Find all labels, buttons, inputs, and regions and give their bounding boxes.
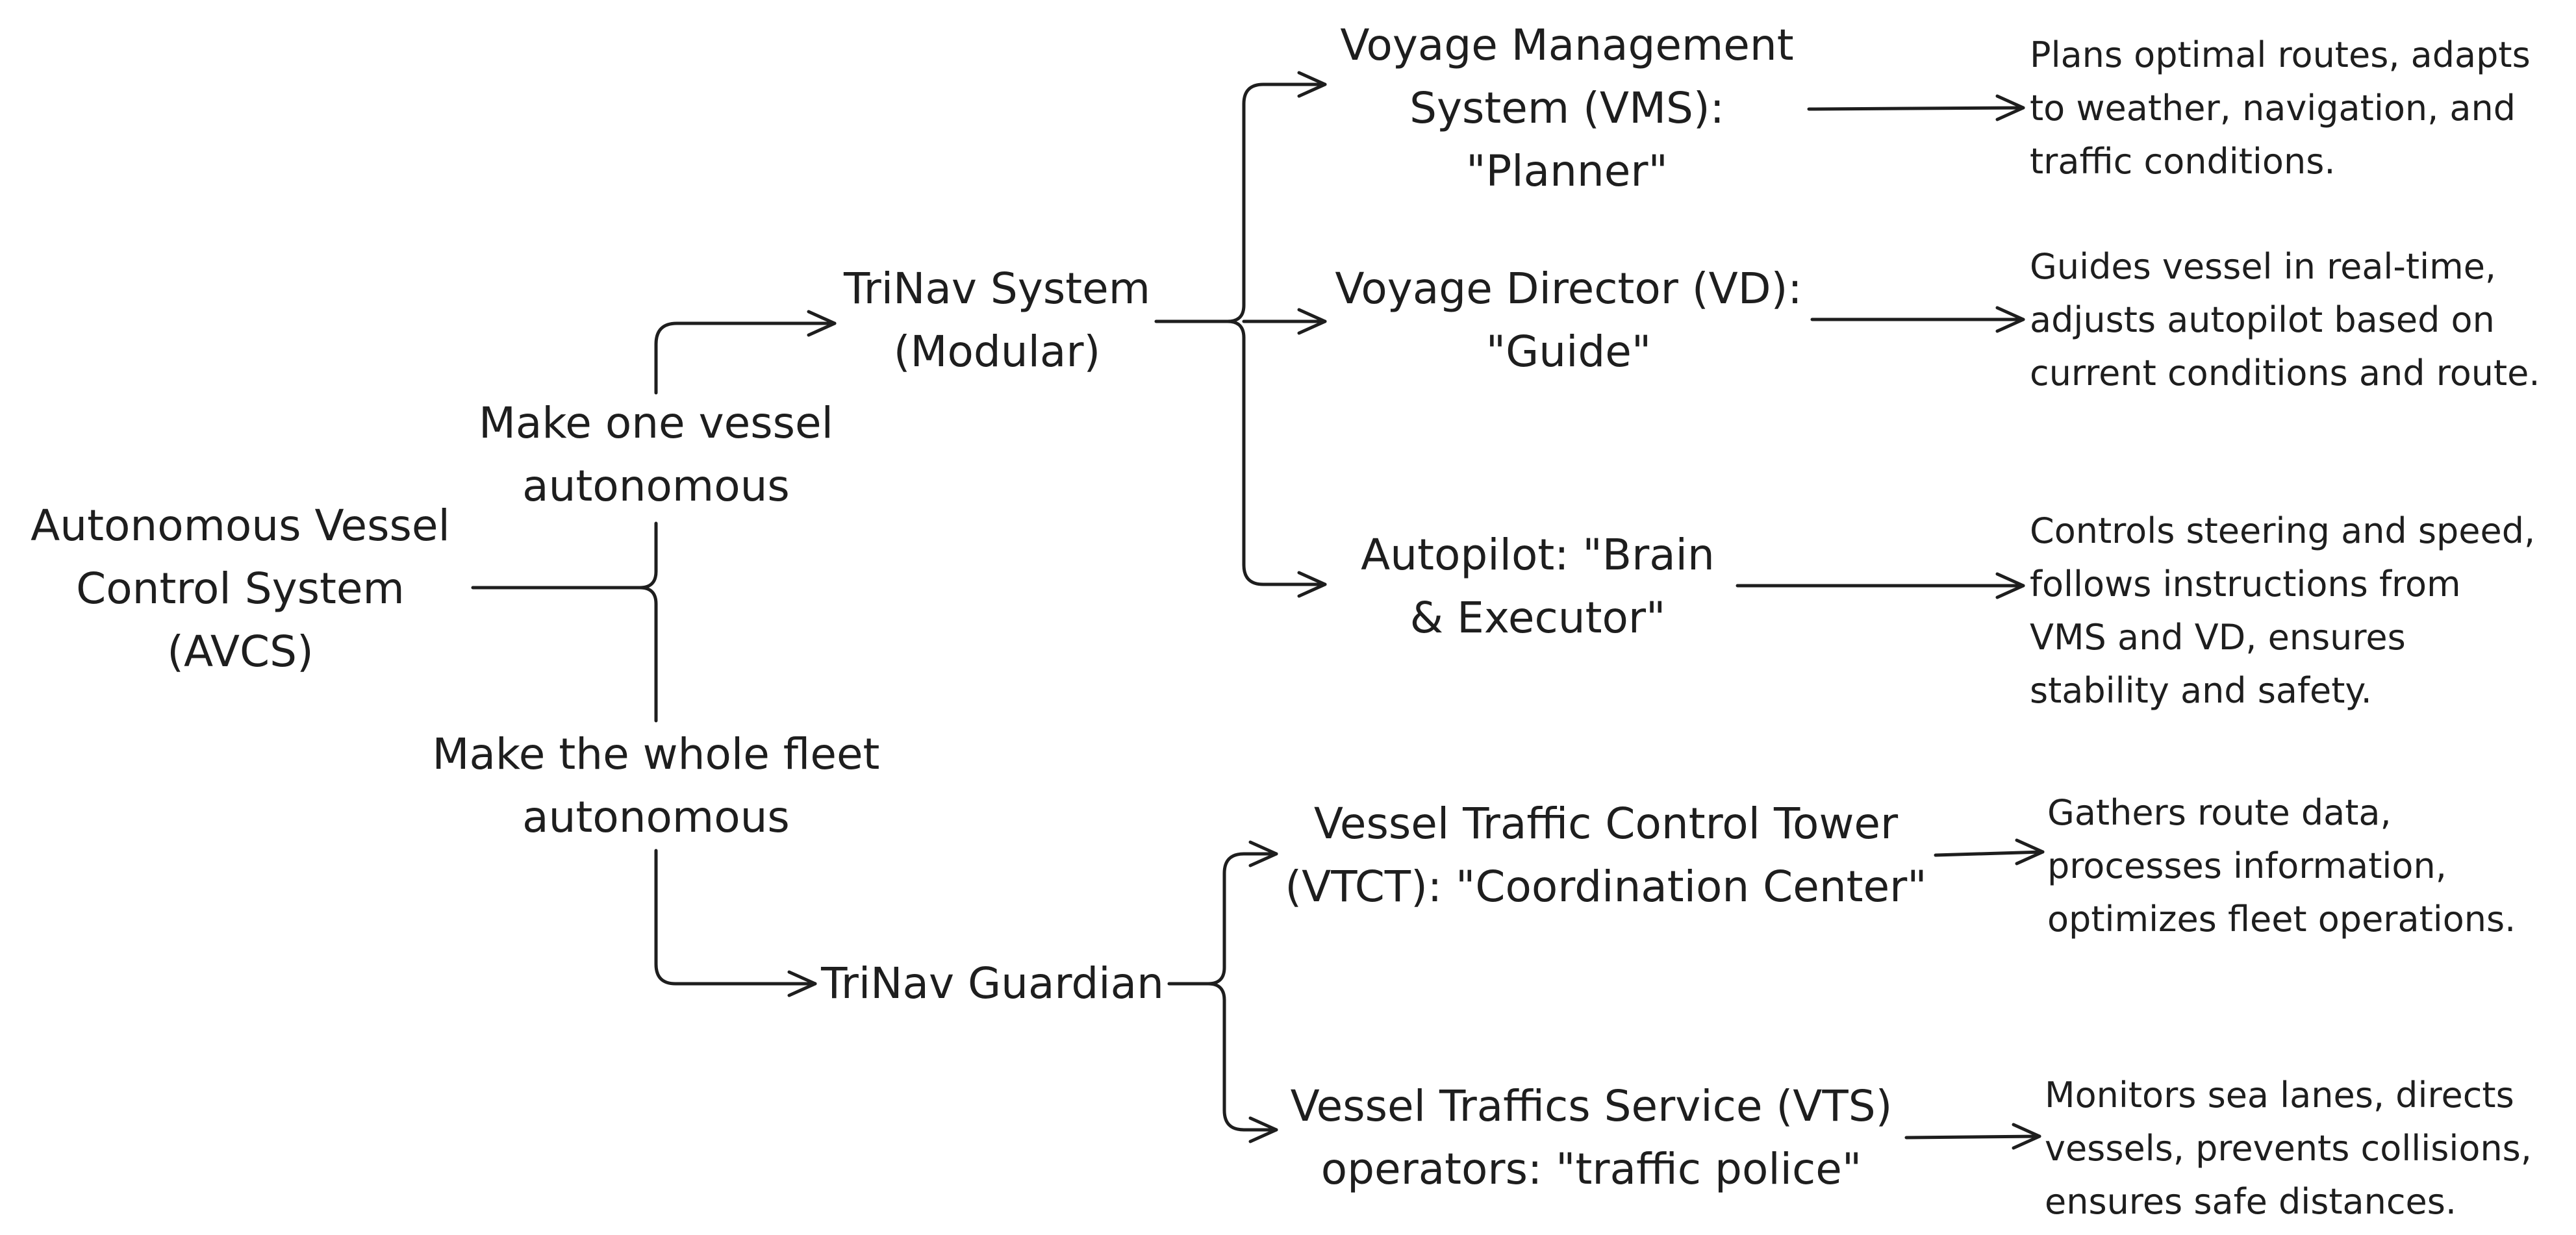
node-text-line: "Guide"	[1485, 327, 1652, 377]
description-line: Controls steering and speed,	[2030, 510, 2536, 551]
node-text-line: (Modular)	[893, 327, 1101, 377]
node-text-line: Make one vessel	[478, 398, 833, 448]
description-line: Monitors sea lanes, directs	[2045, 1075, 2514, 1116]
arrowhead	[1995, 94, 2025, 121]
description-line: stability and safety.	[2030, 670, 2372, 711]
node-text-line: TriNav Guardian	[821, 958, 1164, 1008]
vms-node: Voyage Management System (VMS): "Planner…	[1325, 14, 1809, 203]
node-text-line: Autonomous Vessel	[31, 501, 450, 551]
vms-description: Plans optimal routes, adapts to weather,…	[2030, 29, 2531, 188]
vts-node: Vessel Traffics Service (VTS) operators:…	[1276, 1075, 1906, 1201]
trinav-system-node: TriNav System (Modular)	[838, 257, 1156, 383]
description-line: processes information,	[2047, 845, 2447, 886]
node-text-line: (VTCT): "Coordination Center"	[1285, 862, 1927, 912]
connector-vts-description	[1904, 1134, 2041, 1140]
arrowhead	[2015, 838, 2045, 866]
description-line: Guides vessel in real-time,	[2030, 246, 2497, 287]
description-line: vessels, prevents collisions,	[2045, 1128, 2532, 1169]
connector-whole-fleet	[654, 849, 817, 986]
description-line: Gathers route data,	[2047, 792, 2392, 833]
arrowhead	[1297, 71, 1327, 98]
vts-description: Monitors sea lanes, directs vessels, pre…	[2045, 1069, 2532, 1229]
arrowhead	[2012, 1123, 2041, 1150]
vtct-node: Vessel Traffic Control Tower (VTCT): "Co…	[1276, 792, 1936, 918]
vtct-description: Gathers route data, processes informatio…	[2047, 786, 2516, 946]
arrowhead	[1297, 308, 1327, 335]
description-line: adjusts autopilot based on	[2030, 299, 2495, 340]
node-text-line: Voyage Management	[1340, 20, 1794, 70]
node-text-line: Make the whole fleet	[432, 729, 880, 779]
description-line: Plans optimal routes, adapts	[2030, 34, 2531, 75]
node-text-line: Control System	[76, 564, 405, 614]
node-text-line: (AVCS)	[167, 627, 314, 677]
autopilot-node: Autopilot: "Brain & Executor"	[1338, 523, 1737, 649]
branch-whole-fleet: Make the whole fleet autonomous	[403, 723, 909, 849]
node-text-line: TriNav System	[843, 264, 1151, 314]
root-node: Autonomous Vessel Control System (AVCS)	[26, 494, 455, 683]
node-text-line: System (VMS):	[1409, 83, 1724, 133]
connector-one-vessel	[654, 321, 837, 395]
description-line: ensures safe distances.	[2045, 1181, 2457, 1222]
arrowhead	[1297, 571, 1327, 598]
arrowhead	[1995, 306, 2025, 333]
node-text-line: Vessel Traffic Control Tower	[1313, 799, 1899, 849]
node-text-line: & Executor"	[1409, 593, 1666, 643]
description-line: current conditions and route.	[2030, 353, 2540, 393]
arrowhead	[1248, 1116, 1278, 1143]
node-text-line: Vessel Traffics Service (VTS)	[1290, 1081, 1893, 1131]
arrowhead	[1995, 572, 2025, 599]
connector-guardian-spine	[1206, 852, 1278, 1132]
node-text-line: autonomous	[522, 461, 790, 511]
node-text-line: Voyage Director (VD):	[1335, 264, 1802, 314]
description-line: VMS and VD, ensures	[2030, 617, 2406, 658]
arrowhead	[1248, 840, 1278, 867]
connector-branch-spine	[638, 521, 658, 723]
description-line: to weather, navigation, and	[2030, 88, 2516, 129]
arrowhead	[807, 310, 837, 337]
connector-vtct-description	[1934, 850, 2045, 857]
description-line: follows instructions from	[2030, 564, 2461, 605]
connector-trinav-spine	[1226, 82, 1327, 586]
node-text-line: "Planner"	[1466, 146, 1668, 196]
node-text-line: Autopilot: "Brain	[1361, 530, 1715, 580]
autopilot-description: Controls steering and speed, follows ins…	[2030, 505, 2535, 717]
vd-node: Voyage Director (VD): "Guide"	[1325, 257, 1812, 383]
connector-vms-description	[1807, 106, 2025, 111]
node-text-line: autonomous	[522, 792, 790, 842]
vd-description: Guides vessel in real-time, adjusts auto…	[2030, 240, 2540, 400]
description-line: optimizes fleet operations.	[2047, 899, 2516, 940]
description-line: traffic conditions.	[2030, 141, 2336, 182]
trinav-guardian-node: TriNav Guardian	[817, 952, 1168, 1015]
branch-one-vessel: Make one vessel autonomous	[461, 392, 851, 518]
node-text-line: operators: "traffic police"	[1320, 1144, 1862, 1194]
arrowhead	[787, 970, 817, 997]
